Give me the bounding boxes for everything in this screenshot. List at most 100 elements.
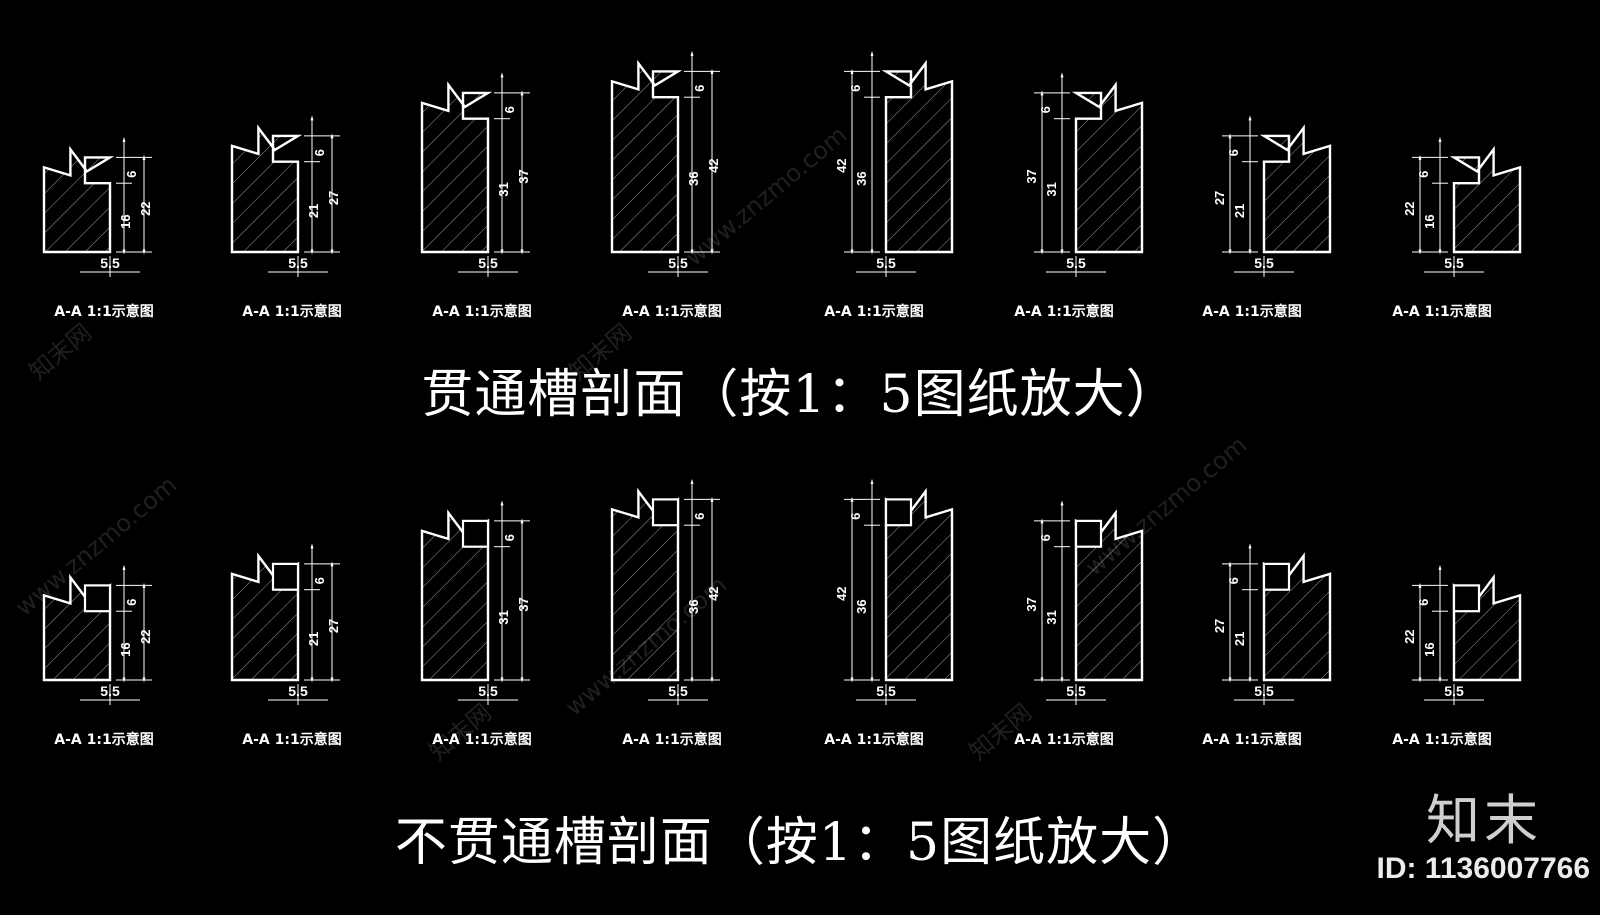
dimension-lines <box>1412 564 1448 683</box>
dim-lower-label: 31 <box>496 182 511 196</box>
through-groove-row: 6 16 22 5.5A-A 1:1示意图 6 21 27 5.5A-A 1:1示意图 6 31 3… <box>42 50 1522 320</box>
dim-total-label: 42 <box>706 158 721 172</box>
dimension-lines <box>1412 136 1448 255</box>
profile-caption: A-A 1:1示意图 <box>1014 731 1113 748</box>
groove-profile: 6 36 42 5.5A-A 1:1示意图 <box>610 50 722 320</box>
dim-total-label: 27 <box>326 619 341 633</box>
profile-caption: A-A 1:1示意图 <box>1202 731 1301 748</box>
profile-caption: A-A 1:1示意图 <box>1014 303 1113 320</box>
blind-slot <box>461 519 490 548</box>
section-title-through: 贯通槽剖面（按1：5图纸放大） <box>421 365 1179 425</box>
dim-lower-label: 16 <box>1422 214 1437 228</box>
dim-total-label: 27 <box>1212 191 1227 205</box>
profile-caption: A-A 1:1示意图 <box>242 303 341 320</box>
dimension-lines <box>304 543 340 683</box>
dimension-lines <box>116 564 152 683</box>
blind-slot <box>271 562 300 591</box>
dim-width-label: 5.5 <box>668 255 688 271</box>
blind-slot <box>651 498 680 527</box>
section-title-blind: 不贯通槽剖面（按1：5图纸放大） <box>394 813 1206 873</box>
dim-slot-label: 6 <box>124 171 139 178</box>
section-outline <box>1071 81 1144 254</box>
profile-caption: A-A 1:1示意图 <box>1392 731 1491 748</box>
profile-caption: A-A 1:1示意图 <box>242 731 341 748</box>
dim-width-label: 5.5 <box>1066 683 1086 699</box>
profile-caption: A-A 1:1示意图 <box>622 303 721 320</box>
dim-lower-label: 31 <box>1044 182 1059 196</box>
dim-slot-label: 6 <box>124 599 139 606</box>
dimension-lines <box>494 500 530 683</box>
dim-lower-label: 16 <box>118 214 133 228</box>
dim-lower-label: 21 <box>306 632 321 646</box>
dim-total-label: 37 <box>516 169 531 183</box>
dim-width-label: 5.5 <box>668 683 688 699</box>
dim-slot-label: 6 <box>1226 577 1241 584</box>
dim-slot-label: 6 <box>502 534 517 541</box>
dim-width-label: 5.5 <box>288 683 308 699</box>
dim-slot-label: 6 <box>1416 599 1431 606</box>
groove-profile: 6 21 27 5.5A-A 1:1示意图 <box>230 543 342 748</box>
dimension-lines <box>494 72 530 255</box>
dim-total-label: 22 <box>138 201 153 215</box>
section-outline <box>1259 124 1332 254</box>
profile-caption: A-A 1:1示意图 <box>54 303 153 320</box>
profile-caption: A-A 1:1示意图 <box>824 731 923 748</box>
profile-caption: A-A 1:1示意图 <box>1392 303 1491 320</box>
dim-lower-label: 16 <box>1422 642 1437 656</box>
dim-total-label: 27 <box>1212 619 1227 633</box>
dim-lower-label: 36 <box>686 599 701 613</box>
section-outline <box>610 59 683 254</box>
blind-slot <box>1262 562 1291 591</box>
dimension-lines <box>1222 543 1258 683</box>
dim-lower-label: 36 <box>686 171 701 185</box>
dim-slot-label: 6 <box>692 85 707 92</box>
dim-slot-label: 6 <box>1038 534 1053 541</box>
profile-caption: A-A 1:1示意图 <box>1202 303 1301 320</box>
dim-slot-label: 6 <box>692 513 707 520</box>
dimension-lines <box>844 50 880 255</box>
dim-width-label: 5.5 <box>1254 255 1274 271</box>
dim-slot-label: 6 <box>848 85 863 92</box>
profile-caption: A-A 1:1示意图 <box>824 303 923 320</box>
dim-lower-label: 36 <box>854 599 869 613</box>
dim-slot-label: 6 <box>1416 171 1431 178</box>
blind-slot <box>884 498 913 527</box>
dim-total-label: 27 <box>326 191 341 205</box>
blind-slot <box>83 584 112 613</box>
dimension-lines <box>1222 115 1258 255</box>
dim-lower-label: 21 <box>1232 204 1247 218</box>
dim-total-label: 22 <box>1402 629 1417 643</box>
dim-slot-label: 6 <box>312 577 327 584</box>
dimension-lines <box>684 50 720 255</box>
dim-total-label: 22 <box>138 629 153 643</box>
dim-lower-label: 21 <box>306 204 321 218</box>
dimension-lines <box>684 478 720 683</box>
blind-slot <box>1452 584 1481 613</box>
dim-slot-label: 6 <box>502 106 517 113</box>
dim-lower-label: 36 <box>854 171 869 185</box>
dim-width-label: 5.5 <box>1254 683 1274 699</box>
dim-width-label: 5.5 <box>1444 683 1464 699</box>
dim-slot-label: 6 <box>312 149 327 156</box>
blind-groove-row: 6 16 22 5.5A-A 1:1示意图 6 21 27 5.5A-A 1:1示意图 6 31 3… <box>42 478 1522 748</box>
dimension-lines <box>304 115 340 255</box>
groove-profile: 6 16 22 5.5A-A 1:1示意图 <box>1392 564 1522 748</box>
dim-total-label: 37 <box>1024 597 1039 611</box>
dim-lower-label: 31 <box>496 610 511 624</box>
brand-logo: 知末 <box>1426 789 1542 852</box>
dim-lower-label: 16 <box>118 642 133 656</box>
section-outline <box>230 124 303 254</box>
section-outline <box>1449 145 1522 254</box>
dim-total-label: 37 <box>516 597 531 611</box>
